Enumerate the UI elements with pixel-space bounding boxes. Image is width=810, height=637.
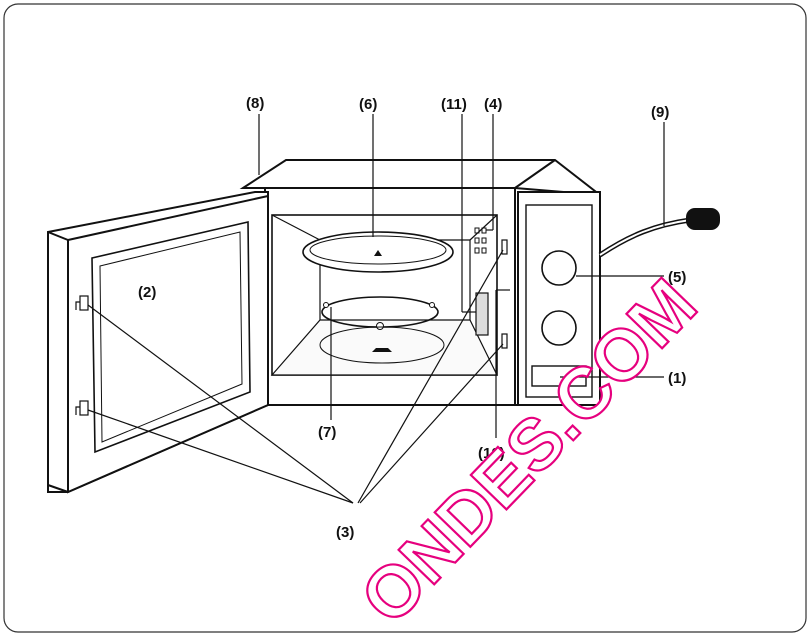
label-4: (4) (484, 96, 502, 113)
label-5: (5) (668, 269, 686, 286)
label-1: (1) (668, 370, 686, 387)
door-window (91, 220, 251, 454)
label-11: (11) (441, 96, 467, 113)
diagram-frame (3, 3, 807, 633)
oven-door (47, 191, 269, 494)
label-10: (10) (478, 445, 505, 462)
label-7: (7) (318, 424, 336, 441)
latch-hole-top (501, 239, 508, 255)
timer-knob (541, 250, 577, 286)
label-6: (6) (359, 96, 377, 113)
oven-body (239, 159, 601, 406)
door-release-button (531, 365, 587, 387)
label-8: (8) (246, 95, 264, 112)
power-cord (598, 208, 720, 258)
label-9: (9) (651, 104, 669, 121)
leader-lines (87, 114, 665, 504)
power-knob (541, 310, 577, 346)
door-hook-bottom (75, 400, 89, 416)
latch-hole-bottom (501, 333, 508, 349)
control-panel (517, 191, 601, 406)
door-hook-top (75, 295, 89, 311)
floor-coupler (319, 326, 445, 364)
glass-turntable (302, 231, 454, 273)
label-2: (2) (138, 284, 156, 301)
waveguide-cover (475, 292, 489, 336)
label-3: (3) (336, 524, 354, 541)
cavity-vent-holes (474, 227, 487, 254)
